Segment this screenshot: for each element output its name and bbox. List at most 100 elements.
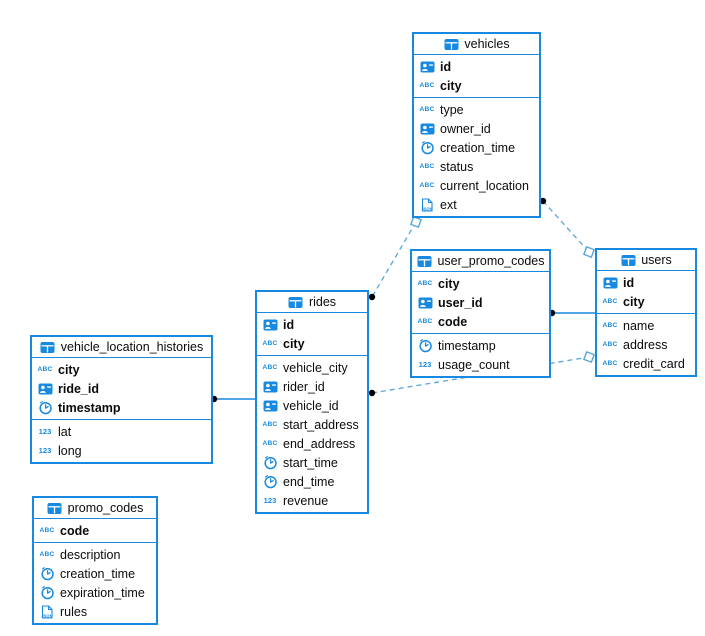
column-row-user_id[interactable]: user_id <box>412 293 549 312</box>
clock-icon <box>39 566 55 581</box>
column-label: rules <box>60 604 88 619</box>
table-header-vehicles[interactable]: vehicles <box>414 34 539 55</box>
column-label: usage_count <box>438 357 510 372</box>
number-icon: 123 <box>38 446 52 455</box>
column-label: code <box>60 523 90 538</box>
json-icon: JSON <box>39 604 55 619</box>
column-row-current_location[interactable]: ABC current_location <box>414 176 539 195</box>
column-row-creation_time[interactable]: creation_time <box>34 564 156 583</box>
column-label: timestamp <box>58 400 121 415</box>
column-label: ride_id <box>58 381 99 396</box>
relation-endpoint-dot <box>368 389 376 397</box>
column-label: owner_id <box>440 121 491 136</box>
table-header-rides[interactable]: rides <box>257 292 367 313</box>
column-row-id[interactable]: id <box>414 57 539 76</box>
table-icon <box>288 296 304 309</box>
relation-user_promo_codes-users[interactable] <box>548 309 595 317</box>
table-header-users[interactable]: users <box>597 250 695 271</box>
table-title: promo_codes <box>67 501 144 515</box>
column-row-end_time[interactable]: end_time <box>257 472 367 491</box>
column-row-start_time[interactable]: start_time <box>257 453 367 472</box>
column-label: vehicle_city <box>283 360 348 375</box>
column-row-creation_time[interactable]: creation_time <box>414 138 539 157</box>
clock-icon <box>262 455 278 470</box>
column-label: current_location <box>440 178 529 193</box>
column-row-id[interactable]: id <box>257 315 367 334</box>
text-icon: ABC <box>419 82 435 89</box>
text-icon: ABC <box>602 360 618 367</box>
svg-text:JSON: JSON <box>421 206 432 211</box>
column-row-ride_id[interactable]: ride_id <box>32 379 211 398</box>
text-icon: ABC <box>419 163 435 170</box>
column-row-city[interactable]: ABC city <box>597 292 695 311</box>
relation-vehicles-rides[interactable] <box>368 215 423 301</box>
clock-icon <box>419 140 435 155</box>
column-row-rider_id[interactable]: rider_id <box>257 377 367 396</box>
table-title: users <box>641 253 672 267</box>
column-row-rules[interactable]: JSON rules <box>34 602 156 621</box>
table-header-vehicle_location_histories[interactable]: vehicle_location_histories <box>32 337 211 358</box>
text-icon: ABC <box>602 298 618 305</box>
columns-section: timestamp 123 usage_count <box>412 334 549 376</box>
text-icon: ABC <box>419 182 435 189</box>
table-icon <box>620 254 636 267</box>
column-row-usage_count[interactable]: 123 usage_count <box>412 355 549 374</box>
text-icon: ABC <box>39 527 55 534</box>
column-label: city <box>623 294 645 309</box>
column-row-timestamp[interactable]: timestamp <box>32 398 211 417</box>
table-title: vehicles <box>464 37 510 51</box>
column-row-expiration_time[interactable]: expiration_time <box>34 583 156 602</box>
column-row-owner_id[interactable]: owner_id <box>414 119 539 138</box>
relation-vehicles-users[interactable] <box>539 197 596 259</box>
id-card-icon <box>602 277 618 289</box>
column-label: id <box>283 317 295 332</box>
table-icon <box>443 38 459 51</box>
column-row-vehicle_id[interactable]: vehicle_id <box>257 396 367 415</box>
column-row-id[interactable]: id <box>597 273 695 292</box>
relation-line[interactable] <box>371 221 417 298</box>
table-header-promo_codes[interactable]: promo_codes <box>34 498 156 519</box>
column-label: address <box>623 337 668 352</box>
id-card-icon <box>417 297 433 309</box>
column-row-timestamp[interactable]: timestamp <box>412 336 549 355</box>
table-header-user_promo_codes[interactable]: user_promo_codes <box>412 251 549 272</box>
column-label: city <box>58 362 80 377</box>
relation-endpoint-dot <box>368 293 376 301</box>
relation-vehicle_location_histories-rides[interactable] <box>210 395 255 403</box>
number-icon: 123 <box>418 360 432 369</box>
text-icon: ABC <box>262 364 278 371</box>
relation-line[interactable] <box>542 200 590 253</box>
column-row-code[interactable]: ABC code <box>34 521 156 540</box>
column-row-vehicle_city[interactable]: ABC vehicle_city <box>257 358 367 377</box>
svg-text:JSON: JSON <box>41 613 52 618</box>
table-icon <box>47 502 63 515</box>
